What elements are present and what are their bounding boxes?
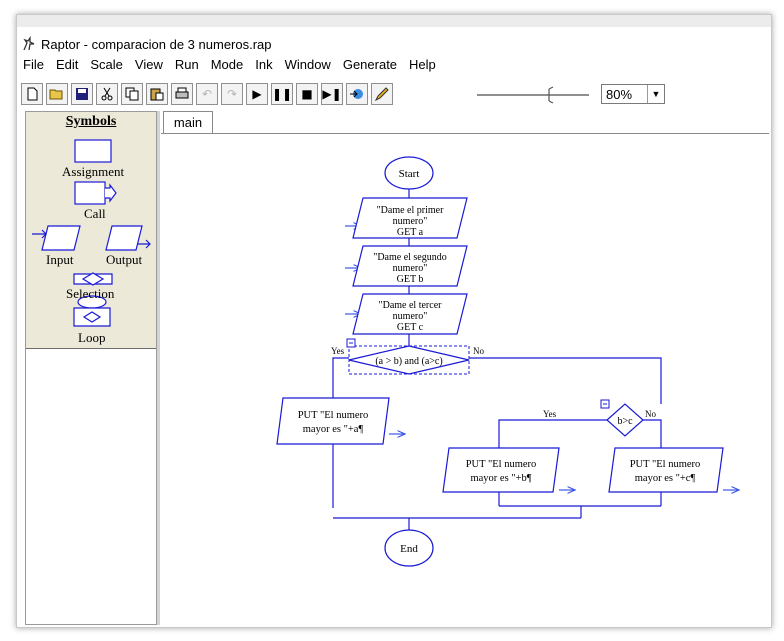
tab-main[interactable]: main — [163, 111, 213, 133]
start-terminal[interactable] — [384, 156, 434, 190]
output-b-line-2: mayor es "+b¶ — [470, 473, 531, 484]
selection-label: Selection — [66, 286, 115, 301]
input-1-line-2: numero" — [393, 216, 428, 227]
input-2-line-1: "Dame el segundo — [373, 252, 447, 263]
assignment-symbol[interactable] — [74, 139, 112, 163]
loop-symbol[interactable] — [73, 295, 111, 327]
stop-icon[interactable]: ■ — [296, 83, 318, 105]
assignment-label: Assignment — [62, 164, 125, 179]
loop-label: Loop — [78, 330, 106, 345]
menu-view[interactable]: View — [134, 57, 163, 72]
menu-run[interactable]: Run — [174, 57, 199, 72]
test-icon[interactable] — [346, 83, 368, 105]
input-symbol[interactable] — [32, 225, 81, 251]
top-strip — [17, 15, 771, 27]
cut-icon[interactable] — [96, 83, 118, 105]
undo-icon[interactable]: ↶ — [196, 83, 218, 105]
output-a-line-2: mayor es "+a¶ — [303, 424, 364, 435]
redo-icon[interactable]: ↷ — [221, 83, 243, 105]
condition-2-text: b>c — [617, 416, 633, 427]
start-text: Start — [399, 168, 420, 180]
condition-1-text: (a > b) and (a>c) — [375, 356, 442, 367]
menu-bar: File Edit Scale View Run Mode Ink Window… — [23, 57, 448, 75]
flowchart-canvas[interactable]: Start "Dame el primer numero" GET a "Dam… — [161, 134, 769, 626]
output-box-a[interactable] — [276, 397, 390, 445]
output-box-b[interactable] — [442, 447, 560, 493]
panel-splitter[interactable] — [157, 111, 160, 625]
zoom-value: 80% — [606, 86, 633, 102]
input-2-line-2: numero" — [393, 263, 428, 274]
symbols-title: Symbols — [65, 114, 117, 129]
end-terminal[interactable] — [384, 529, 434, 567]
input-3-line-3: GET c — [397, 322, 424, 333]
new-file-icon[interactable] — [21, 83, 43, 105]
output-a-line-1: PUT "El numero — [298, 410, 369, 421]
yes-label-2: Yes — [543, 409, 557, 419]
no-label-2: No — [645, 409, 656, 419]
chevron-down-icon[interactable]: ▼ — [647, 85, 664, 103]
paste-icon[interactable] — [146, 83, 168, 105]
pause-icon[interactable]: ❚❚ — [271, 83, 293, 105]
menu-generate[interactable]: Generate — [342, 57, 398, 72]
output-box-c[interactable] — [608, 447, 724, 493]
menu-scale[interactable]: Scale — [90, 57, 123, 72]
flowchart: Start "Dame el primer numero" GET a "Dam… — [276, 156, 769, 567]
symbols-palette: Symbols — [26, 112, 156, 349]
copy-icon[interactable] — [121, 83, 143, 105]
input-box-2[interactable] — [352, 245, 468, 287]
output-c-line-1: PUT "El numero — [630, 459, 701, 470]
no-label-1: No — [473, 346, 484, 356]
title-bar: Raptor - comparacion de 3 numeros.rap — [21, 35, 272, 53]
input-box-1[interactable] — [352, 197, 468, 239]
run-icon[interactable]: ▶ — [246, 83, 268, 105]
raptor-app-icon — [23, 36, 35, 51]
call-symbol[interactable] — [74, 181, 117, 205]
output-b-line-1: PUT "El numero — [466, 459, 537, 470]
output-label: Output — [106, 252, 143, 267]
zoom-select[interactable]: 80% ▼ — [601, 84, 665, 104]
pen-icon[interactable] — [371, 83, 393, 105]
zoom-slider[interactable] — [477, 85, 589, 105]
input-2-line-3: GET b — [397, 274, 424, 285]
print-icon[interactable] — [171, 83, 193, 105]
open-folder-icon[interactable] — [46, 83, 68, 105]
input-1-line-3: GET a — [397, 227, 424, 238]
tab-divider — [161, 133, 769, 134]
menu-window[interactable]: Window — [284, 57, 331, 72]
input-1-line-1: "Dame el primer — [377, 205, 445, 216]
input-3-line-1: "Dame el tercer — [379, 300, 443, 311]
menu-ink[interactable]: Ink — [255, 57, 273, 72]
output-symbol[interactable] — [105, 225, 151, 251]
step-icon[interactable]: ▶❚ — [321, 83, 343, 105]
end-text: End — [400, 543, 418, 555]
input-box-3[interactable] — [352, 293, 468, 335]
save-icon[interactable] — [71, 83, 93, 105]
raptor-window: Raptor - comparacion de 3 numeros.rap Fi… — [16, 14, 772, 628]
menu-mode[interactable]: Mode — [210, 57, 244, 72]
yes-label-1: Yes — [331, 346, 345, 356]
window-title: Raptor - comparacion de 3 numeros.rap — [41, 36, 272, 52]
selection-1[interactable] — [346, 338, 470, 375]
menu-file[interactable]: File — [23, 57, 44, 72]
input-label: Input — [46, 252, 74, 267]
call-label: Call — [84, 206, 106, 221]
toolbar: ↶ ↷ ▶ ❚❚ ■ ▶❚ 80% ▼ — [21, 81, 665, 107]
menu-edit[interactable]: Edit — [55, 57, 79, 72]
menu-help[interactable]: Help — [409, 57, 436, 72]
input-3-line-2: numero" — [393, 311, 428, 322]
selection-2[interactable] — [600, 399, 644, 437]
symbols-panel: Symbols — [25, 111, 157, 625]
selection-symbol[interactable] — [73, 272, 113, 286]
output-c-line-2: mayor es "+c¶ — [635, 473, 696, 484]
